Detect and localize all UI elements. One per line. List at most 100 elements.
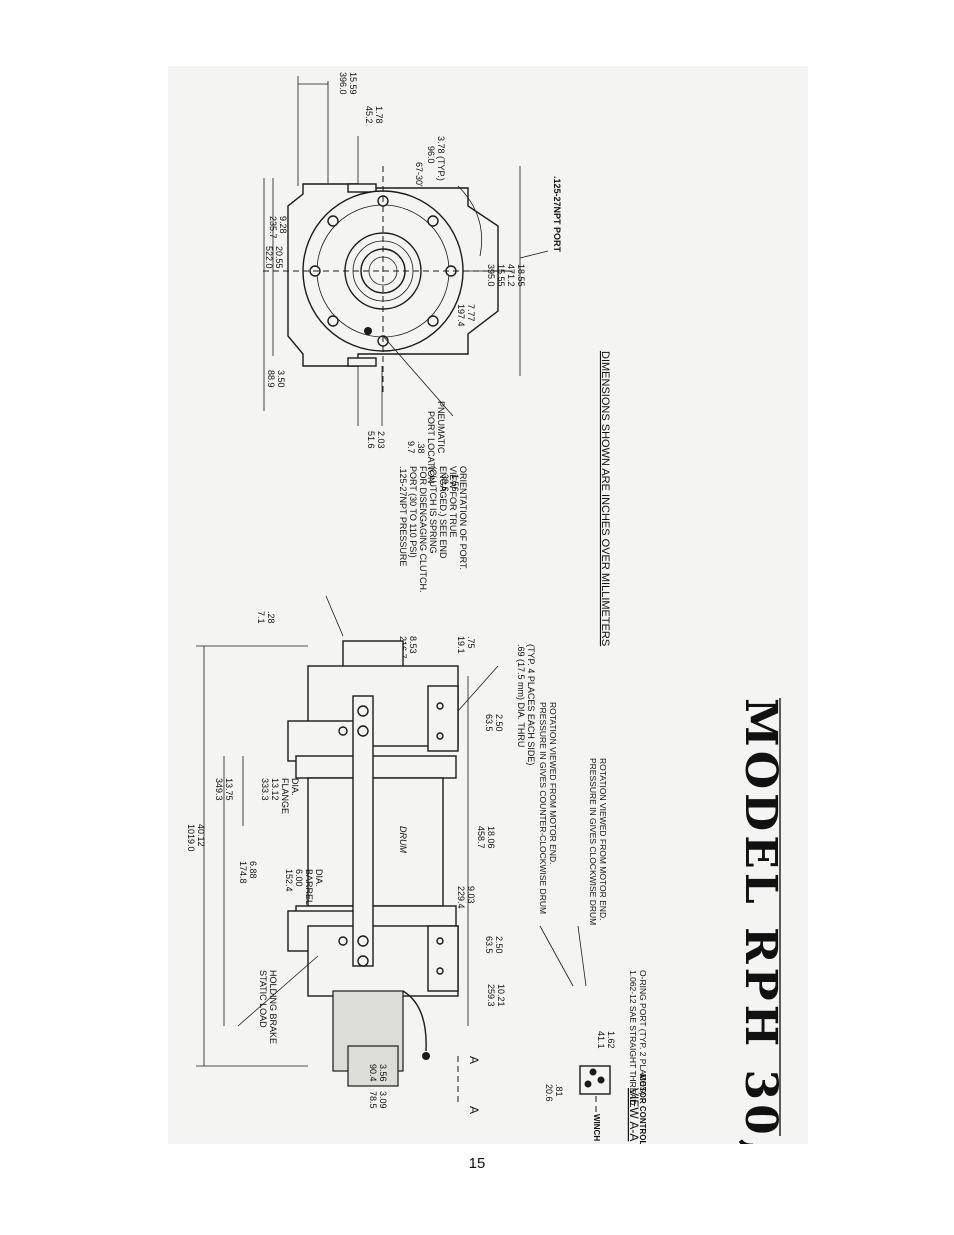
pressure-callout-line-6: VIEW FOR TRUE bbox=[448, 466, 458, 537]
dim-191: 19.1 bbox=[456, 636, 466, 654]
dim-1855: 18.55 bbox=[516, 264, 526, 287]
view-aa-title: VIEW A-A bbox=[627, 1088, 641, 1141]
winch-drawing: 15.59 396.0 1.78 45.2 3.78 (TYP.) 96.0 6… bbox=[186, 72, 786, 1144]
dim-10190: 1019.0 bbox=[186, 824, 196, 852]
dim-1974: 197.4 bbox=[456, 304, 466, 327]
pressure-callout-line-5: ENGAGED.) SEE END bbox=[438, 466, 448, 559]
drawing-sheet: 15.59 396.0 1.78 45.2 3.78 (TYP.) 96.0 6… bbox=[168, 66, 808, 1144]
dim-903: 9.03 bbox=[466, 886, 476, 904]
barrel-dia-label: DIA. bbox=[314, 869, 324, 887]
dim-1748: 174.8 bbox=[238, 861, 248, 884]
dim-2357: 235.7 bbox=[268, 216, 278, 239]
dim-785: 78.5 bbox=[368, 1091, 378, 1109]
dim-688: 6.88 bbox=[248, 861, 258, 879]
dim-1524: 152.4 bbox=[284, 869, 294, 892]
dim-97: 9.7 bbox=[406, 441, 416, 454]
dim-889: 88.9 bbox=[266, 370, 276, 388]
view-aa-detail: .81 20.6 1.62 41.1 1.062-12 SAE STRAIGHT… bbox=[544, 970, 648, 1144]
dim-635b: 63.5 bbox=[484, 936, 494, 954]
cw-callout: PRESSURE IN GIVES CLOCKWISE DRUM ROTATIO… bbox=[588, 758, 608, 925]
holes-callout-line-2: (TYP. 4 PLACES EACH SIDE) bbox=[526, 644, 536, 765]
dim-378: 3.78 (TYP.) bbox=[436, 136, 446, 181]
dim-904: 90.4 bbox=[368, 1064, 378, 1082]
dim-250b: 2.50 bbox=[494, 936, 504, 954]
dim-411: 41.1 bbox=[596, 1031, 606, 1049]
flange-dia-label: DIA. bbox=[290, 778, 300, 796]
pressure-callout-line-3: FOR DISENGAGING CLUTCH. bbox=[418, 466, 428, 593]
dim-5220: 522.0 bbox=[264, 246, 274, 269]
pneumatic-port-label: PORT LOCATION bbox=[426, 411, 436, 484]
dim-396: 39.6 bbox=[440, 474, 450, 492]
dim-1312: 13.12 bbox=[270, 778, 280, 801]
barrel-label: BARREL bbox=[304, 869, 314, 905]
dim-356: 3.56 bbox=[378, 1064, 388, 1082]
dim-203: 2.03 bbox=[376, 431, 386, 449]
section-a-marker-2: A bbox=[467, 1106, 481, 1114]
pressure-callout-line-7: ORIENTATION OF PORT. bbox=[458, 466, 468, 570]
dim-81: .81 bbox=[554, 1084, 564, 1097]
dim-1021: 10.21 bbox=[496, 984, 506, 1007]
cw-callout-line-1: PRESSURE IN GIVES CLOCKWISE DRUM bbox=[588, 758, 598, 925]
ccw-callout-line-1: PRESSURE IN GIVES COUNTER-CLOCKWISE DRUM bbox=[538, 702, 548, 914]
dim-71: 7.1 bbox=[256, 611, 266, 624]
dim-635a: 63.5 bbox=[484, 714, 494, 732]
brake-callout-line-1: STATIC LOAD bbox=[258, 970, 268, 1028]
pressure-callout-line-2: PORT (30 TO 110 PSI) bbox=[408, 466, 418, 558]
dim-960: 96.0 bbox=[426, 146, 436, 164]
dim-3333: 333.3 bbox=[260, 778, 270, 801]
dim-1806: 18.06 bbox=[486, 826, 496, 849]
pressure-callout-line-4: (CLUTCH IS SPRING bbox=[428, 466, 438, 554]
pressure-callout: .125-27NPT PRESSURE PORT (30 TO 110 PSI)… bbox=[398, 466, 468, 593]
dim-4587: 458.7 bbox=[476, 826, 486, 849]
dim-178: 1.78 bbox=[374, 106, 384, 124]
page-number: 15 bbox=[468, 1155, 486, 1172]
drum-label: DRUM bbox=[398, 826, 408, 853]
dim-28: .28 bbox=[266, 611, 276, 624]
sae-callout-line-1: 1.062-12 SAE STRAIGHT THREAD bbox=[628, 970, 638, 1105]
pneumatic-label: PNEUMATIC bbox=[436, 401, 446, 454]
dim-1559: 15.59 bbox=[348, 72, 358, 95]
dim-777: 7.77 bbox=[466, 304, 476, 322]
ccw-callout-line-2: ROTATION VIEWED FROM MOTOR END. bbox=[548, 702, 558, 864]
dim-1375: 13.75 bbox=[224, 778, 234, 801]
dim-600: 6.00 bbox=[294, 869, 304, 887]
dim-162: 1.62 bbox=[606, 1031, 616, 1049]
dim-516: 51.6 bbox=[366, 431, 376, 449]
dim-309: 3.09 bbox=[378, 1091, 388, 1109]
dim-853: 8.53 bbox=[408, 636, 418, 654]
dim-452: 45.2 bbox=[364, 106, 374, 124]
dimensions-note: DIMENSIONS SHOWN ARE INCHES OVER MILLIME… bbox=[599, 351, 611, 646]
holes-callout-line-1: .69 (17.5 mm) DIA. THRU bbox=[516, 644, 526, 747]
dim-3960: 396.0 bbox=[338, 72, 348, 95]
sae-callout: 1.062-12 SAE STRAIGHT THREAD O-RING PORT… bbox=[628, 970, 648, 1105]
view-aa-subtitle: MOTOR CONTROL VALVE DETAIL bbox=[638, 1074, 647, 1144]
end-view: 15.59 396.0 1.78 45.2 3.78 (TYP.) 96.0 6… bbox=[263, 72, 562, 492]
dim-156: 1.56 bbox=[450, 474, 460, 492]
ccw-callout: PRESSURE IN GIVES COUNTER-CLOCKWISE DRUM… bbox=[538, 702, 558, 914]
dim-angle: 67-30' bbox=[414, 162, 424, 187]
model-title: MODEL RPH 30,000 bbox=[735, 698, 786, 1144]
dim-2294: 229.4 bbox=[456, 886, 466, 909]
section-a-marker-1: A bbox=[467, 1056, 481, 1064]
sae-callout-line-2: O-RING PORT (TYP. 2 PLACES) bbox=[638, 970, 648, 1095]
dim-350: 3.50 bbox=[276, 370, 286, 388]
pressure-callout-line-1: .125-27NPT PRESSURE bbox=[398, 466, 408, 566]
dim-3950: 395.0 bbox=[486, 264, 496, 287]
holes-callout: .69 (17.5 mm) DIA. THRU (TYP. 4 PLACES E… bbox=[516, 644, 536, 765]
port-callout: .125-27NPT PORT bbox=[552, 176, 562, 253]
flange-label: FLANGE bbox=[280, 778, 290, 814]
dim-3493: 349.3 bbox=[214, 778, 224, 801]
brake-callout: STATIC LOAD HOLDING BRAKE bbox=[258, 970, 278, 1044]
dim-2055: 20.55 bbox=[274, 246, 284, 269]
dim-928: 9.28 bbox=[278, 216, 288, 234]
dim-4012: 40.12 bbox=[196, 824, 206, 847]
dim-4712: 471.2 bbox=[506, 264, 516, 287]
cw-callout-line-2: ROTATION VIEWED FROM MOTOR END. bbox=[598, 758, 608, 920]
side-view: .125-27NPT PRESSURE PORT (30 TO 110 PSI)… bbox=[186, 466, 608, 1114]
winch-label: WINCH bbox=[592, 1114, 601, 1141]
brake-callout-line-2: HOLDING BRAKE bbox=[268, 970, 278, 1044]
dim-38: .38 bbox=[416, 441, 426, 454]
dim-206: 20.6 bbox=[544, 1084, 554, 1102]
dim-1555: 15.55 bbox=[496, 264, 506, 287]
dim-250a: 2.50 bbox=[494, 714, 504, 732]
